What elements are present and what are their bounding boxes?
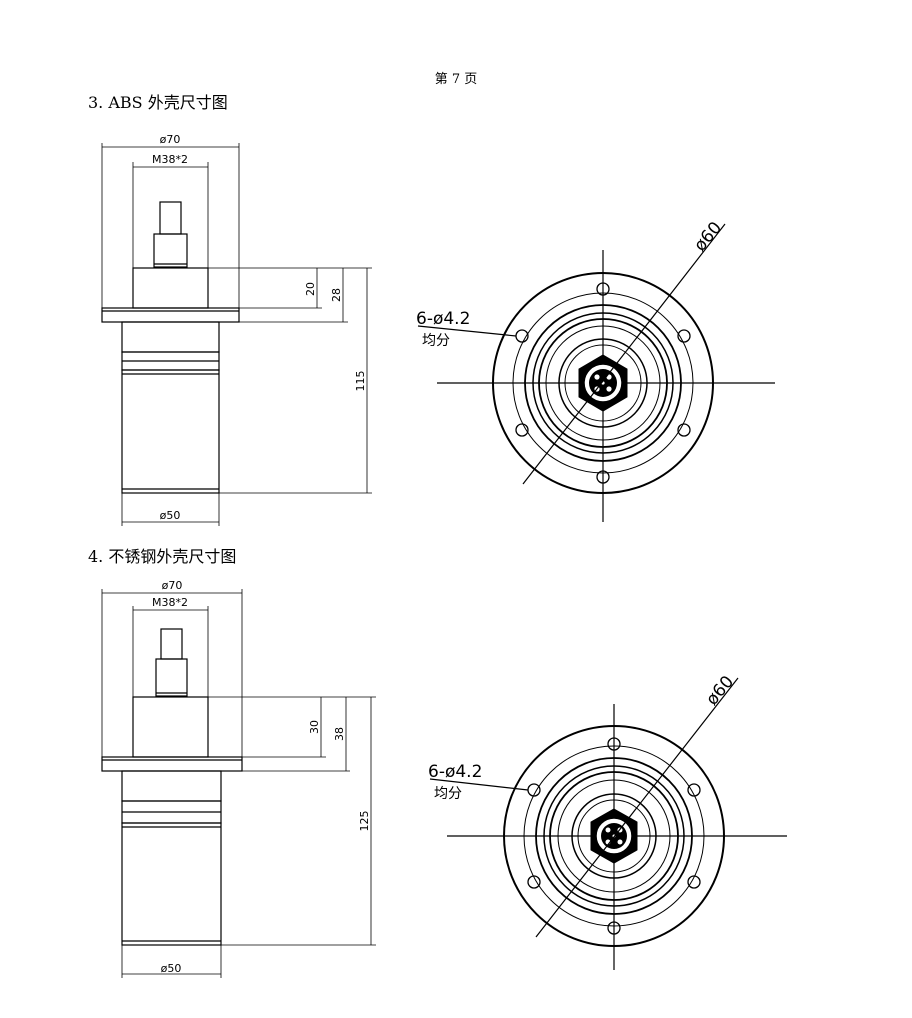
abs-flange-diameter-label: ø70 <box>160 133 181 146</box>
stainless-thread-head <box>132 696 209 758</box>
stainless-body-diameter-label: ø50 <box>161 962 182 975</box>
abs-total-length-label: 115 <box>354 371 367 392</box>
stainless-holes-note: 均分 <box>434 786 462 802</box>
abs-thread-height-label: 20 <box>304 282 317 296</box>
stainless-holes-label: 6-ø4.2 <box>428 762 482 782</box>
stainless-plug-tip <box>160 628 183 660</box>
stainless-head-height-label: 38 <box>333 727 346 741</box>
stainless-body <box>121 822 222 946</box>
page-number: 第 7 页 <box>434 72 478 87</box>
abs-body-diameter-label: ø50 <box>160 509 181 522</box>
stainless-side-view <box>101 628 243 946</box>
abs-side-dimensions <box>101 143 372 526</box>
stainless-top-view <box>429 677 787 970</box>
stainless-thread-height-label: 30 <box>308 720 321 734</box>
abs-side-view <box>101 201 240 494</box>
stainless-flange-diameter-label: ø70 <box>162 579 183 592</box>
abs-head-height-label: 28 <box>330 288 343 302</box>
stainless-flange <box>101 756 243 772</box>
section-heading-stainless: 4. 不锈钢外壳尺寸图 <box>88 547 237 566</box>
abs-holes-note: 均分 <box>422 333 450 349</box>
stainless-pcd-label: ø60 <box>702 672 738 709</box>
stainless-side-dimensions <box>101 589 376 978</box>
abs-body <box>121 369 220 494</box>
abs-thread-label: M38*2 <box>152 153 188 166</box>
stainless-thread-label: M38*2 <box>152 596 188 609</box>
abs-top-view <box>417 223 775 522</box>
abs-holes-label: 6-ø4.2 <box>416 309 470 329</box>
abs-drawing: ø70 M38*2 20 28 115 ø50 <box>101 133 775 526</box>
stainless-plug-nut <box>155 658 188 697</box>
stainless-total-length-label: 125 <box>358 811 371 832</box>
abs-plug-nut <box>153 233 188 268</box>
section-heading-abs: 3. ABS 外壳尺寸图 <box>88 93 228 112</box>
